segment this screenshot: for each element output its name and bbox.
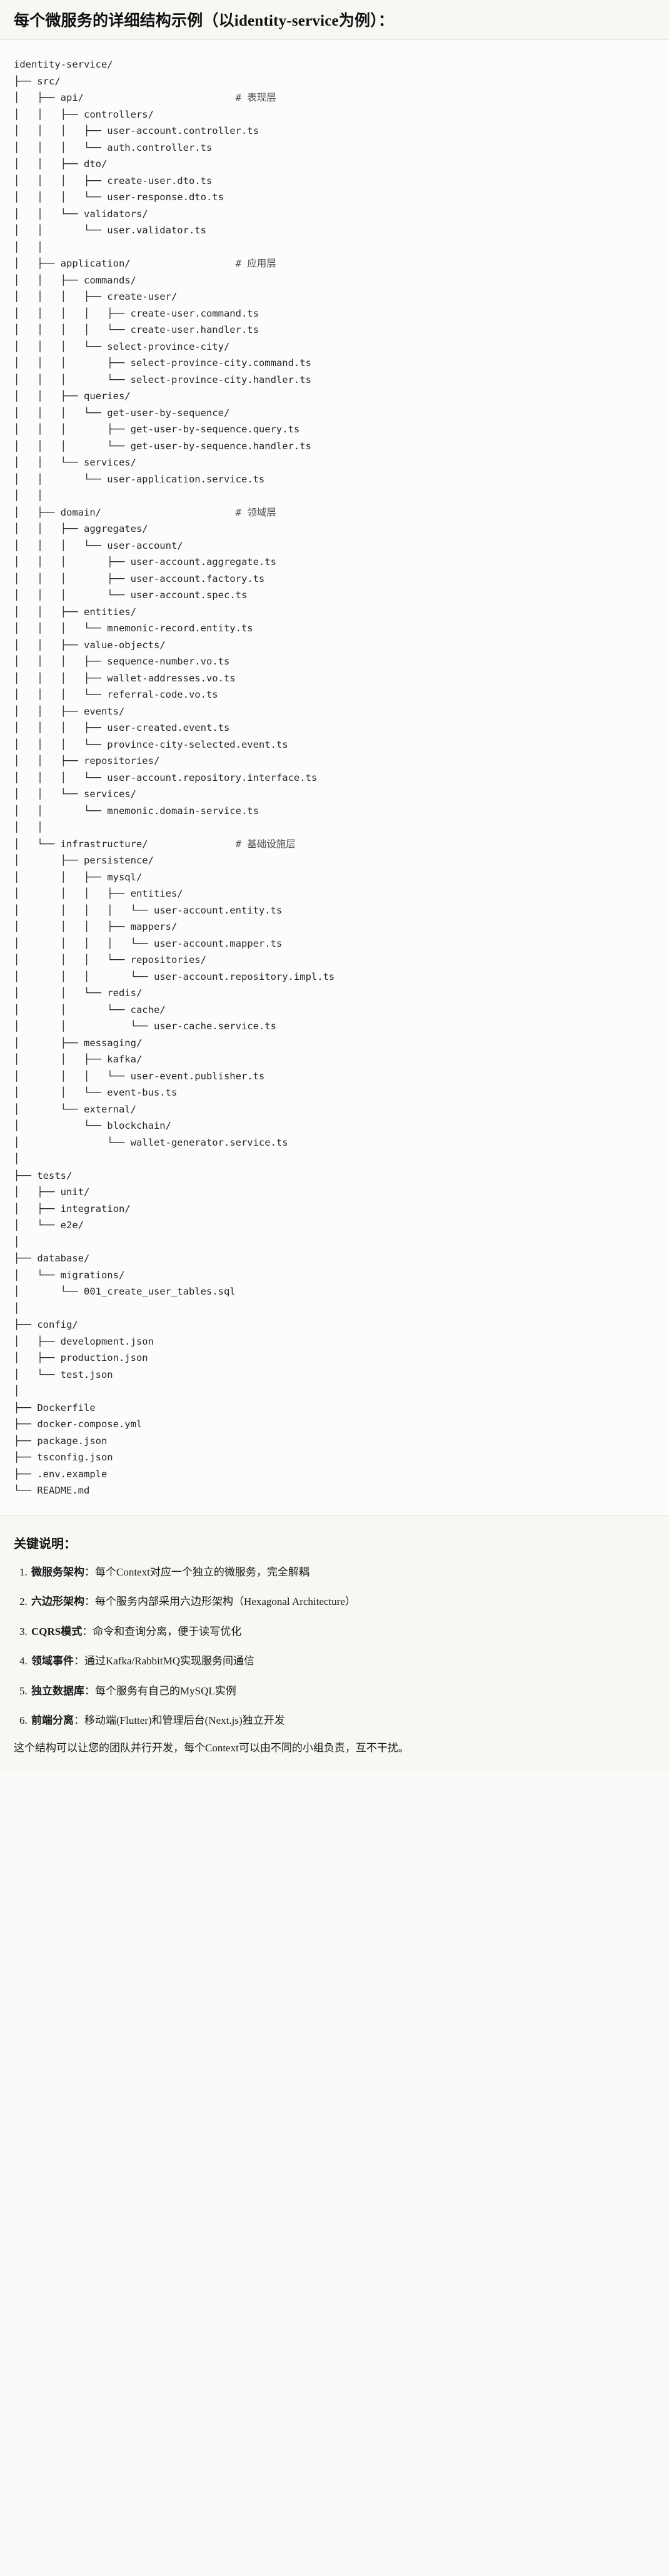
directory-tree: identity-service/ ├── src/ │ ├── api/ # … xyxy=(14,59,335,1497)
tree-layer-comment: # 表现层 xyxy=(235,92,276,104)
document-page: 每个微服务的详细结构示例（以identity-service为例）： ident… xyxy=(0,0,669,1772)
note-term: 前端分离 xyxy=(31,1714,74,1727)
note-description: 每个服务内部采用六边形架构（Hexagonal Architecture） xyxy=(95,1596,356,1608)
note-term: 独立数据库 xyxy=(31,1684,84,1697)
page-title: 每个微服务的详细结构示例（以identity-service为例）： xyxy=(14,13,395,29)
key-notes-title: 关键说明： xyxy=(14,1537,76,1551)
note-separator: ： xyxy=(82,1625,93,1637)
list-item: 领域事件：通过Kafka/RabbitMQ实现服务间通信 xyxy=(30,1653,655,1669)
note-separator: ： xyxy=(74,1655,84,1667)
list-item: 独立数据库：每个服务有自己的MySQL实例 xyxy=(30,1683,655,1699)
tree-layer-comment: # 应用层 xyxy=(235,258,276,270)
note-term: 微服务架构 xyxy=(31,1565,84,1578)
note-description: 通过Kafka/RabbitMQ实现服务间通信 xyxy=(84,1655,254,1667)
note-separator: ： xyxy=(84,1565,95,1578)
list-item: 微服务架构：每个Context对应一个独立的微服务，完全解耦 xyxy=(30,1564,655,1581)
note-description: 移动端(Flutter)和管理后台(Next.js)独立开发 xyxy=(84,1714,285,1727)
note-description: 每个Context对应一个独立的微服务，完全解耦 xyxy=(95,1565,309,1578)
closing-paragraph: 这个结构可以让您的团队并行开发，每个Context可以由不同的小组负责，互不干扰… xyxy=(14,1741,409,1754)
tree-layer-comment: # 领域层 xyxy=(235,506,276,518)
document-header: 每个微服务的详细结构示例（以identity-service为例）： xyxy=(0,0,669,40)
header-divider xyxy=(0,39,669,41)
note-term: CQRS模式 xyxy=(31,1625,83,1637)
list-item: 六边形架构：每个服务内部采用六边形架构（Hexagonal Architectu… xyxy=(30,1594,655,1610)
note-term: 六边形架构 xyxy=(31,1596,84,1608)
tree-divider xyxy=(0,1515,669,1516)
key-notes-list: 微服务架构：每个Context对应一个独立的微服务，完全解耦 六边形架构：每个服… xyxy=(14,1564,655,1729)
note-separator: ： xyxy=(84,1684,95,1697)
tree-layer-comment: # 基础设施层 xyxy=(235,838,296,850)
note-description: 命令和查询分离，便于读写优化 xyxy=(93,1625,242,1637)
key-notes-section: 关键说明： 微服务架构：每个Context对应一个独立的微服务，完全解耦 六边形… xyxy=(0,1515,669,1773)
list-item: 前端分离：移动端(Flutter)和管理后台(Next.js)独立开发 xyxy=(30,1713,655,1729)
note-description: 每个服务有自己的MySQL实例 xyxy=(95,1684,236,1697)
directory-tree-section: identity-service/ ├── src/ │ ├── api/ # … xyxy=(0,40,669,1515)
list-item: CQRS模式：命令和查询分离，便于读写优化 xyxy=(30,1624,655,1640)
note-term: 领域事件 xyxy=(31,1655,74,1667)
note-separator: ： xyxy=(84,1596,95,1608)
note-separator: ： xyxy=(74,1714,84,1727)
